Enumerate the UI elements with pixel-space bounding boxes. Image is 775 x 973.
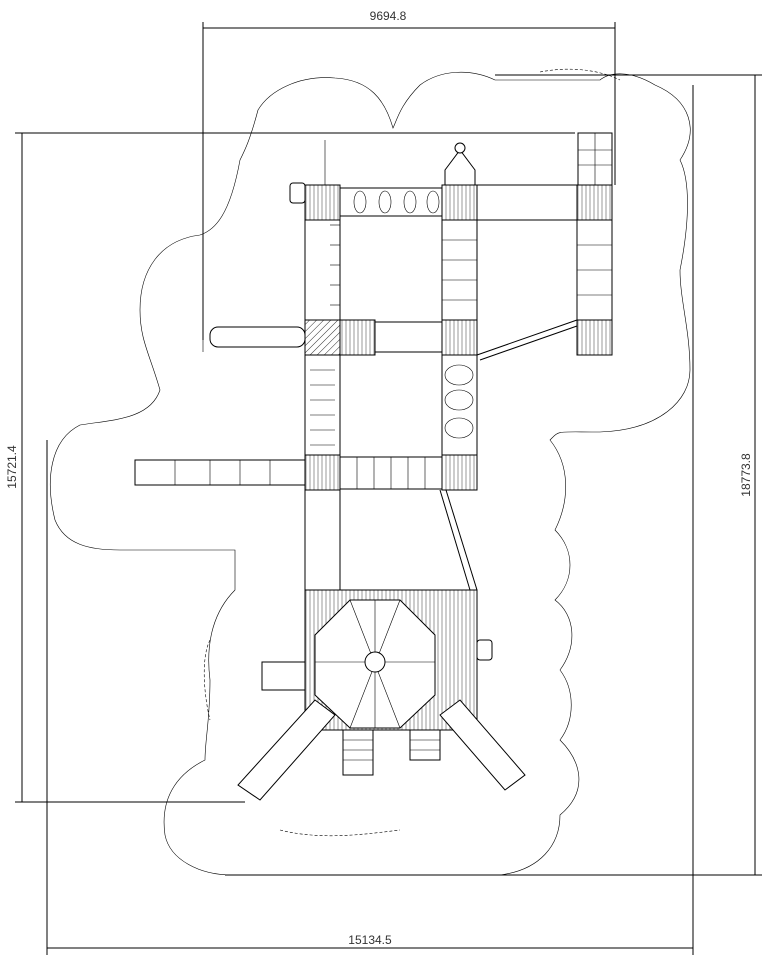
bridge [476, 184, 578, 221]
dimension-left: 15721.4 [5, 132, 575, 803]
dimension-right-label: 18773.8 [739, 453, 753, 497]
periscope [444, 149, 476, 186]
dimension-top: 9694.8 [202, 9, 616, 340]
deck-platform [576, 184, 613, 221]
ladder [304, 354, 341, 456]
safety-zone-outline [50, 71, 691, 876]
stairs-bottom-right [409, 729, 441, 761]
play-structure [134, 132, 613, 801]
dimension-right: 18773.8 [225, 74, 762, 876]
slide-bottom-right [439, 699, 526, 791]
dimension-top-label: 9694.8 [370, 9, 407, 23]
roof-platform [304, 319, 341, 356]
slide-bottom-left [237, 699, 336, 801]
dimension-bottom-label: 15134.5 [348, 933, 392, 947]
net-climber [441, 354, 478, 456]
slide-left [134, 459, 306, 486]
dimension-left-label: 15721.4 [5, 445, 19, 489]
climbing-wall [304, 489, 341, 591]
climber-panel [441, 219, 478, 321]
dimension-bottom: 15134.5 [46, 85, 694, 955]
deck-platform [576, 319, 613, 356]
safety-zone-dashed [203, 68, 621, 837]
stairs-bottom-left [342, 729, 374, 776]
spring-slide [209, 326, 306, 348]
deck-platform [304, 184, 341, 221]
side-steps [261, 661, 306, 691]
deck-platform [441, 184, 478, 221]
